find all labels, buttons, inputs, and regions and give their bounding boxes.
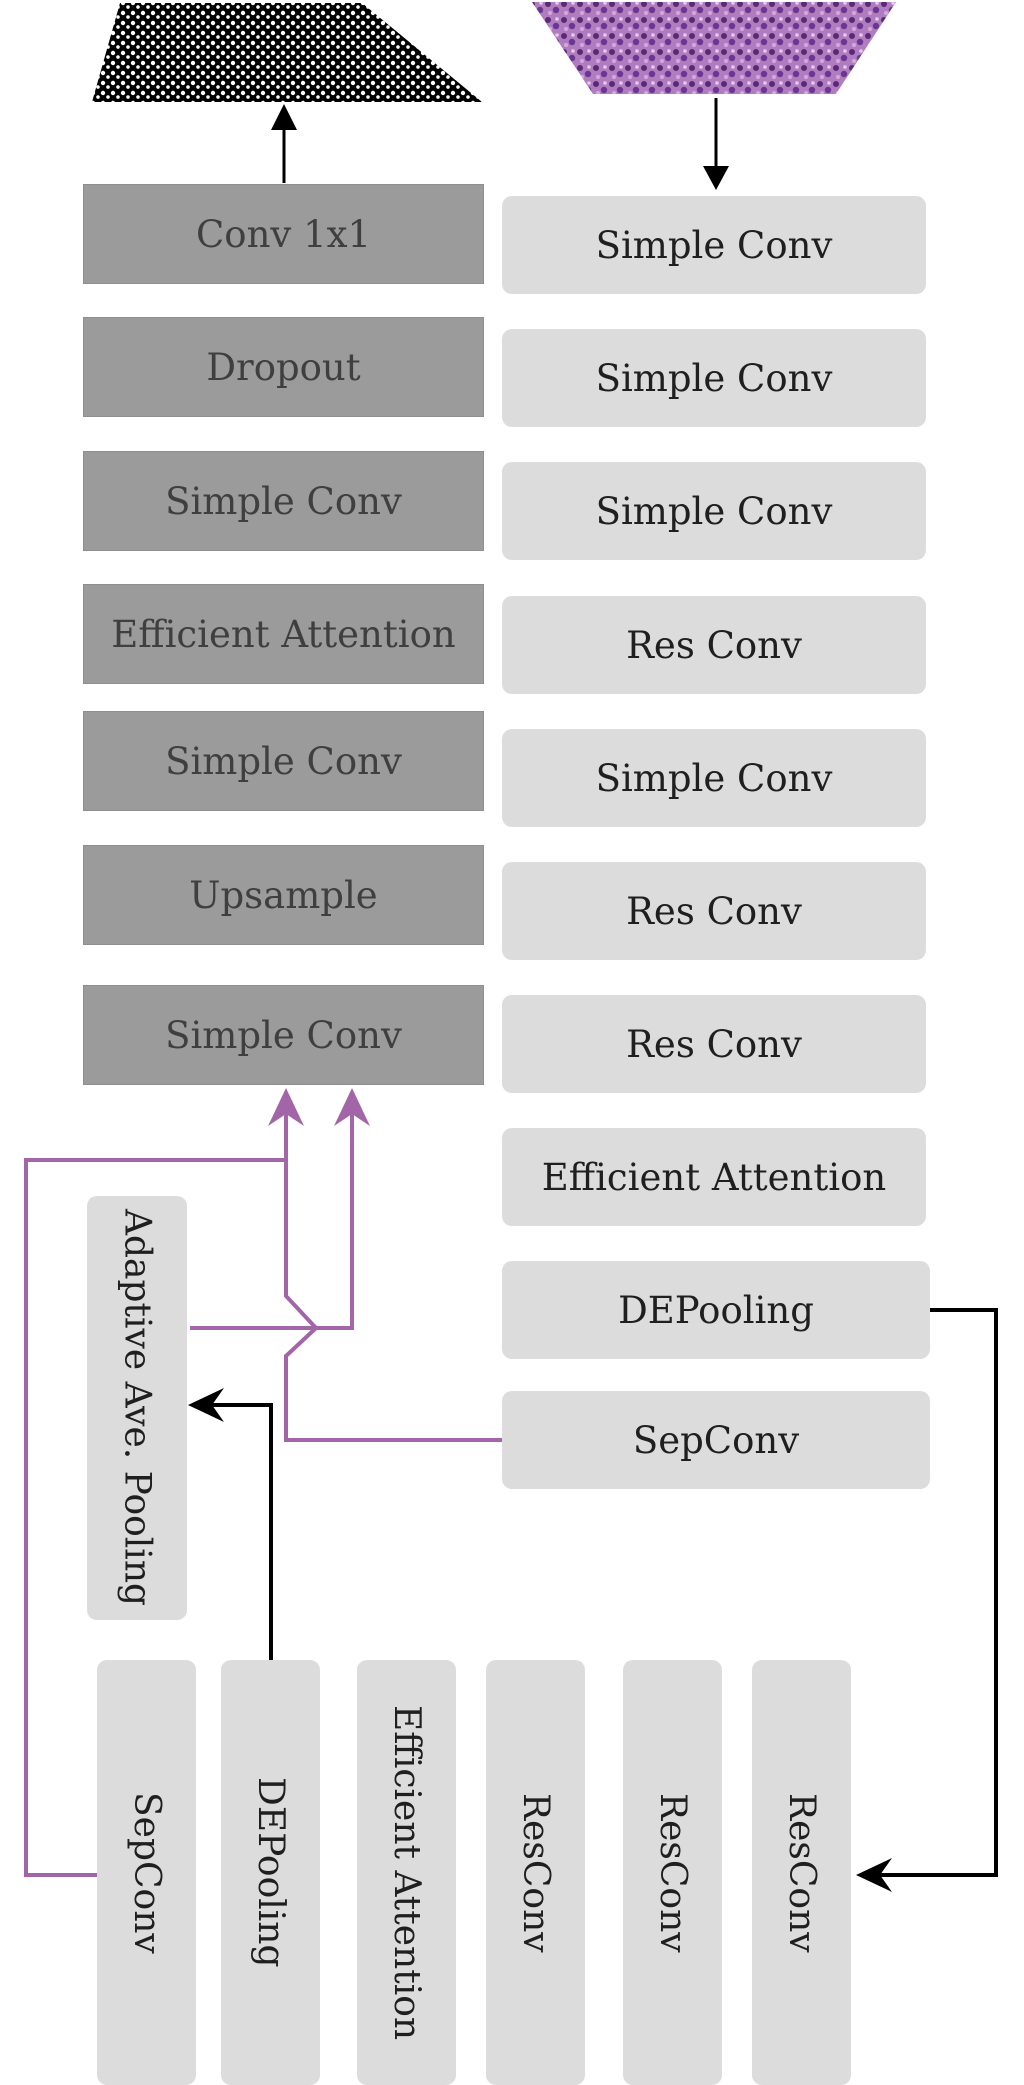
bottleneck-arrow-head	[856, 1858, 892, 1892]
skip-arrow-head-1	[268, 1088, 304, 1126]
encoder-block-simple-conv-1: Simple Conv	[502, 196, 926, 294]
decoder-block-label: Upsample	[189, 873, 378, 917]
encoder-block-res-conv-1: Res Conv	[502, 596, 926, 694]
encoder-block-label: Res Conv	[626, 623, 802, 667]
encoder-block-label: SepConv	[632, 1418, 800, 1462]
skip-arrow-head-2	[334, 1088, 370, 1126]
encoder-block-label: Simple Conv	[595, 356, 833, 400]
decoder-block-label: Conv 1x1	[195, 212, 372, 256]
encoder-block-label: DEPooling	[618, 1288, 814, 1332]
bottom-block-label: DEPooling	[250, 1777, 291, 1968]
adaptive-ave-pooling-label: Adaptive Ave. Pooling	[116, 1209, 158, 1607]
decoder-block-label: Simple Conv	[165, 479, 402, 523]
decoder-block-efficient-attention: Efficient Attention	[83, 584, 484, 684]
decoder-block-simple-conv-2: Simple Conv	[83, 711, 484, 811]
adaptive-ave-pooling-block: Adaptive Ave. Pooling	[87, 1196, 187, 1620]
encoder-block-simple-conv-4: Simple Conv	[502, 729, 926, 827]
bottom-block-resconv-1: ResConv	[486, 1660, 585, 2085]
decoder-block-upsample: Upsample	[83, 845, 484, 945]
histology-image	[532, 2, 896, 94]
encoder-block-simple-conv-3: Simple Conv	[502, 462, 926, 560]
bottom-block-label: ResConv	[515, 1792, 556, 1953]
input-arrow-head	[703, 166, 729, 190]
decoder-block-label: Dropout	[206, 345, 361, 389]
decoder-block-simple-conv-1: Simple Conv	[83, 451, 484, 551]
pooling-input-arrow	[210, 1403, 273, 1660]
encoder-block-label: Simple Conv	[595, 756, 833, 800]
skip-connection-encoder-sepconv	[284, 1110, 502, 1442]
encoder-block-label: Res Conv	[626, 889, 802, 933]
output-arrow-head	[271, 104, 297, 130]
bottom-block-label: SepConv	[126, 1791, 167, 1954]
decoder-block-conv1x1: Conv 1x1	[83, 184, 484, 284]
encoder-block-label: Res Conv	[626, 1022, 802, 1066]
bottom-block-efficient-attention: Efficient Attention	[357, 1660, 456, 2085]
bottom-block-label: ResConv	[652, 1792, 693, 1953]
encoder-block-res-conv-3: Res Conv	[502, 995, 926, 1093]
encoder-block-depooling: DEPooling	[502, 1261, 930, 1359]
decoder-block-simple-conv-3: Simple Conv	[83, 985, 484, 1085]
decoder-block-label: Simple Conv	[165, 739, 402, 783]
bottom-block-resconv-2: ResConv	[623, 1660, 722, 2085]
decoder-block-dropout: Dropout	[83, 317, 484, 417]
decoder-block-label: Simple Conv	[165, 1013, 402, 1057]
pooling-input-arrow-head	[188, 1388, 224, 1422]
bottom-block-depooling: DEPooling	[221, 1660, 320, 2085]
encoder-block-label: Simple Conv	[595, 223, 833, 267]
decoder-block-label: Efficient Attention	[111, 612, 456, 656]
encoder-block-sepconv: SepConv	[502, 1391, 930, 1489]
encoder-block-label: Simple Conv	[595, 489, 833, 533]
skip-connection-pooling	[190, 1110, 354, 1330]
encoder-block-efficient-attention: Efficient Attention	[502, 1128, 926, 1226]
bottom-block-resconv-3: ResConv	[752, 1660, 851, 2085]
encoder-block-simple-conv-2: Simple Conv	[502, 329, 926, 427]
bottom-block-label: ResConv	[781, 1792, 822, 1953]
segmentation-mask-image	[92, 3, 482, 102]
encoder-block-res-conv-2: Res Conv	[502, 862, 926, 960]
bottom-block-label: Efficient Attention	[386, 1704, 427, 2041]
bottom-block-sepconv: SepConv	[97, 1660, 196, 2085]
encoder-block-label: Efficient Attention	[541, 1155, 887, 1199]
